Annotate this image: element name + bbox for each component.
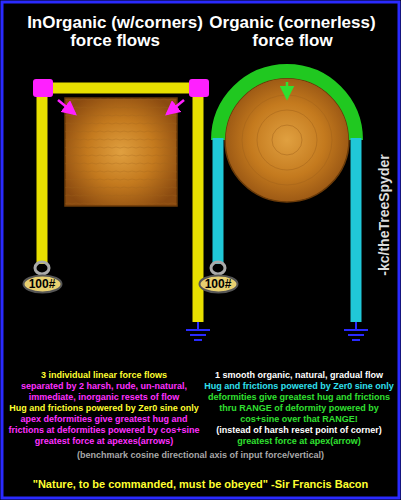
weight-tag: 100# — [22, 274, 63, 294]
note-text: Hug and frictions powered by Zer0 sine o… — [204, 381, 394, 392]
heading: Organic (cornerless) force flow — [200, 14, 385, 50]
note-text: Hug and frictions powered by Zer0 sine o… — [8, 403, 200, 414]
note-text: greatest force at apexes(arrows) — [8, 436, 200, 447]
note-text: 3 individual linear force flows — [8, 370, 200, 381]
note-text: apex deformities give greatest hug and f… — [8, 414, 200, 436]
note-text: (benchmark cosine directional axis of in… — [10, 450, 391, 461]
note-text: 1 smooth organic, natural, gradual flow — [204, 370, 394, 381]
weight-label: 100# — [205, 277, 232, 291]
note-text: separated by 2 harsh, rude, un-natural, … — [8, 381, 200, 403]
weight-label: 100# — [29, 277, 56, 291]
caption: "Nature, to be commanded, must be obeyed… — [8, 478, 393, 491]
signature: -kc/theTreeSpyder — [376, 154, 392, 275]
weight-tag: 100# — [198, 274, 239, 294]
text-column: 1 smooth organic, natural, gradual flowH… — [204, 370, 394, 447]
note-text: (instead of harsh reset point of corner) — [204, 425, 394, 436]
note-text: greatest force at apex(arrow) — [204, 436, 394, 447]
note-text: deformities give greatest hug and fricti… — [204, 392, 394, 425]
text-column: 3 individual linear force flowsseparated… — [8, 370, 200, 447]
heading: InOrganic (w/corners) force flows — [20, 14, 210, 50]
